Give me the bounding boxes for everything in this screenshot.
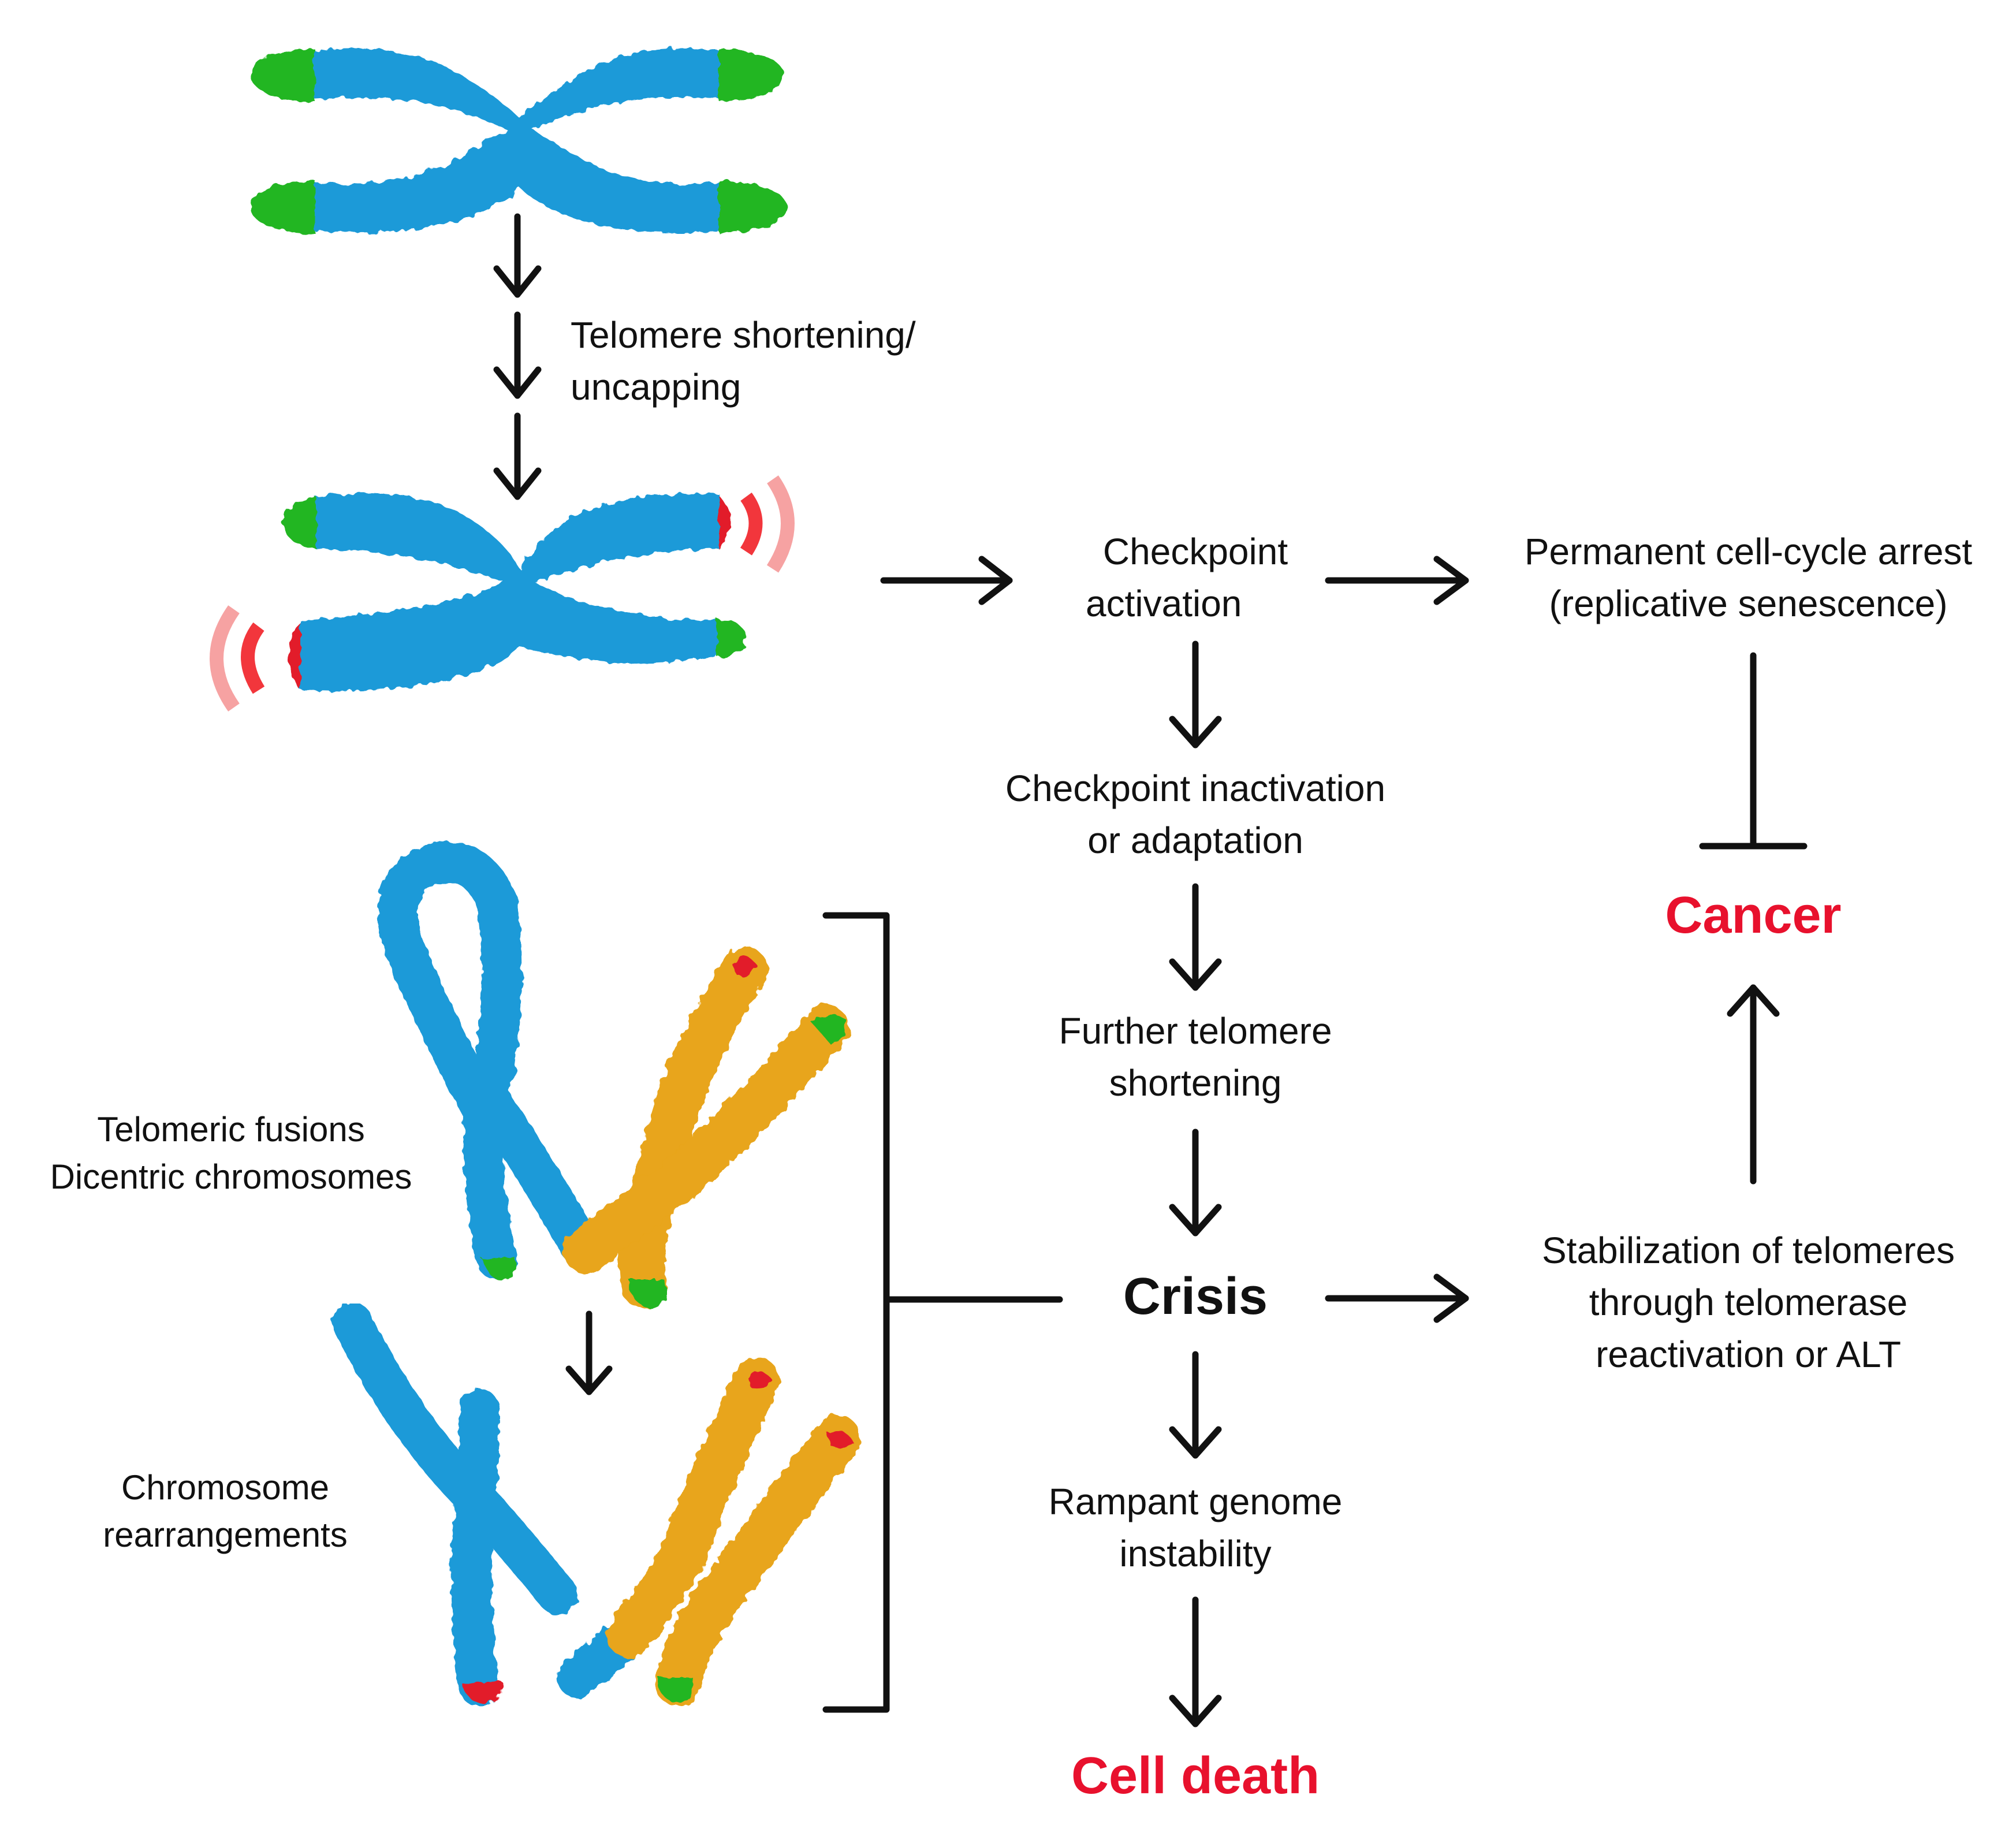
signal-wave [766,475,795,573]
right-arrow [1325,556,1469,605]
signal-wave [210,605,240,712]
label-line: Rampant genome [1048,1481,1343,1522]
label-telomeric-fusions: Telomeric fusions Dicentric chromosomes [12,1106,450,1201]
telomere [249,180,315,233]
chromatid [563,1005,849,1273]
telomere [658,1678,694,1703]
down-arrow [493,311,542,399]
label-line: rearrangements [103,1515,348,1554]
chromatid [468,1077,603,1271]
chromatid [655,1415,860,1707]
down-arrow [1169,1129,1222,1237]
down-arrow [1169,1351,1222,1459]
uncapped-end [719,496,731,550]
down-arrow [1169,883,1222,991]
telomere [482,1256,516,1281]
label-line: through telomerase [1589,1282,1908,1323]
telomere [628,1279,667,1308]
chromatid-loop [378,841,522,1129]
label-line: (replicative senescence) [1549,583,1948,624]
right-arrow [880,556,1013,605]
label-line: Checkpoint [1102,531,1288,572]
label-telomere-shortening: Telomere shortening/ uncapping [571,309,916,413]
label-line: Telomere shortening/ [571,314,916,356]
label-stabilization: Stabilization of telomeres through telom… [1484,1224,2013,1380]
down-arrow [1169,1596,1222,1727]
label-line: uncapping [571,366,741,408]
down-arrow [565,1310,613,1395]
label-crisis: Crisis [1123,1268,1268,1325]
bracket [822,912,1063,1713]
chromatid [312,120,722,233]
telomere [283,497,316,549]
chromatid [606,1357,780,1658]
label-line: Telomeric fusions [97,1110,365,1149]
label-line: Permanent cell-cycle arrest [1524,531,1973,572]
arrows [493,213,1808,1727]
down-arrow [493,213,542,298]
label-further-shortening: Further telomere shortening [993,1005,1398,1109]
up-arrow [1727,984,1780,1185]
down-arrow [493,412,542,500]
telomere [719,49,785,101]
signal-wave [241,622,265,694]
chromatid [618,947,768,1308]
damage-signal [210,475,795,712]
label-cell-death: Cell death [1071,1747,1320,1805]
label-line: Dicentric chromosomes [50,1157,412,1196]
signal-wave [740,492,763,556]
rearranged-chromosomes [332,1302,860,1707]
label-line: Checkpoint inactivation [1005,768,1386,809]
label-line: or adaptation [1087,820,1303,861]
uncapped-chromosome [283,493,746,692]
label-cancer: Cancer [1665,887,1842,944]
label-line: Further telomere [1059,1010,1332,1052]
inhibition-bar [1699,652,1808,850]
label-checkpoint-inactivation: Checkpoint inactivation or adaptation [947,762,1444,866]
right-arrow [1325,1273,1469,1323]
down-arrow [1169,640,1222,748]
telomere [717,619,746,657]
label-chromosome-rearrangements: Chromosome rearrangements [64,1464,387,1559]
chromatid [312,48,722,130]
label-line: Stabilization of telomeres [1541,1230,1955,1271]
label-line: instability [1119,1533,1272,1574]
label-line: activation [1086,583,1242,624]
fused-chromosomes [378,841,849,1308]
chromatid [451,1389,500,1707]
label-line: shortening [1109,1062,1282,1104]
label-line: Chromosome [121,1468,330,1507]
label-line: reactivation or ALT [1596,1334,1901,1375]
telomere [719,180,787,233]
uncapped-end [289,623,300,690]
label-checkpoint-activation: Checkpoint activation [1051,526,1340,630]
telomere [811,1014,847,1045]
telomere [251,49,315,101]
chromatid [300,572,719,692]
uncapped-end [826,1430,855,1449]
label-permanent-arrest: Permanent cell-cycle arrest (replicative… [1484,526,2013,630]
uncapped-end [732,957,757,976]
uncapped-end [748,1372,774,1388]
healthy-chromosome [249,48,787,233]
label-rampant-instability: Rampant genome instability [993,1476,1398,1580]
uncapped-end [462,1682,502,1704]
chromatid [315,493,719,583]
